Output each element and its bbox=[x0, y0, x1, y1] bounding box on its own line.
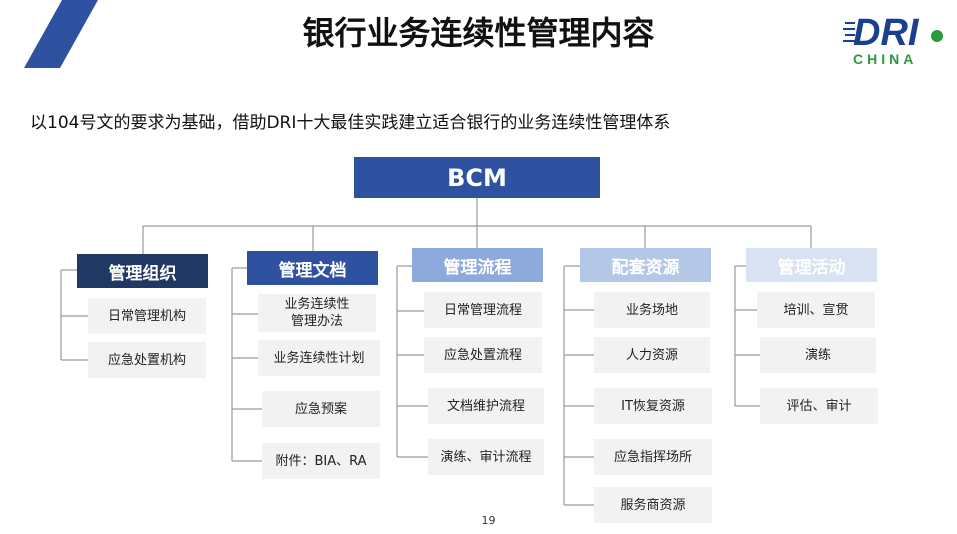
category-management-documents: 管理文档 bbox=[247, 251, 378, 285]
bcm-root-node: BCM bbox=[354, 157, 600, 198]
logo-main-text: DRI bbox=[853, 12, 920, 54]
page-title: 银行业务连续性管理内容 bbox=[302, 14, 655, 52]
category-supporting-resources: 配套资源 bbox=[580, 248, 711, 282]
category-management-organization: 管理组织 bbox=[77, 254, 208, 288]
item-drill: 演练 bbox=[760, 337, 876, 373]
item-attachment-bia-ra: 附件：BIA、RA bbox=[262, 443, 380, 479]
item-bc-plan: 业务连续性计划 bbox=[258, 340, 380, 376]
item-business-site: 业务场地 bbox=[594, 292, 710, 328]
item-daily-management-process: 日常管理流程 bbox=[424, 292, 542, 328]
item-training-promotion: 培训、宣贯 bbox=[757, 292, 875, 328]
logo-sub-text: CHINA bbox=[853, 51, 917, 67]
item-emergency-response-process: 应急处置流程 bbox=[424, 337, 542, 373]
dri-china-logo: DRI CHINA bbox=[843, 12, 943, 67]
item-emergency-command-site: 应急指挥场所 bbox=[594, 439, 712, 475]
decorative-slant bbox=[24, 0, 98, 68]
item-daily-management-body: 日常管理机构 bbox=[88, 298, 206, 334]
page-subtitle: 以104号文的要求为基础，借助DRI十大最佳实践建立适合银行的业务连续性管理体系 bbox=[30, 113, 671, 133]
item-bc-management-policy: 业务连续性 管理办法 bbox=[258, 294, 376, 332]
item-assessment-audit: 评估、审计 bbox=[760, 388, 878, 424]
item-emergency-plan: 应急预案 bbox=[262, 391, 380, 427]
item-service-provider-resources: 服务商资源 bbox=[594, 487, 712, 523]
item-document-maintenance-process: 文档维护流程 bbox=[428, 388, 544, 424]
item-emergency-response-body: 应急处置机构 bbox=[88, 342, 206, 378]
item-human-resources: 人力资源 bbox=[594, 337, 710, 373]
category-management-activities: 管理活动 bbox=[746, 248, 877, 282]
item-it-recovery-resources: IT恢复资源 bbox=[594, 388, 712, 424]
item-drill-audit-process: 演练、审计流程 bbox=[428, 439, 544, 475]
category-management-processes: 管理流程 bbox=[412, 248, 543, 282]
page-number: 19 bbox=[481, 514, 496, 527]
